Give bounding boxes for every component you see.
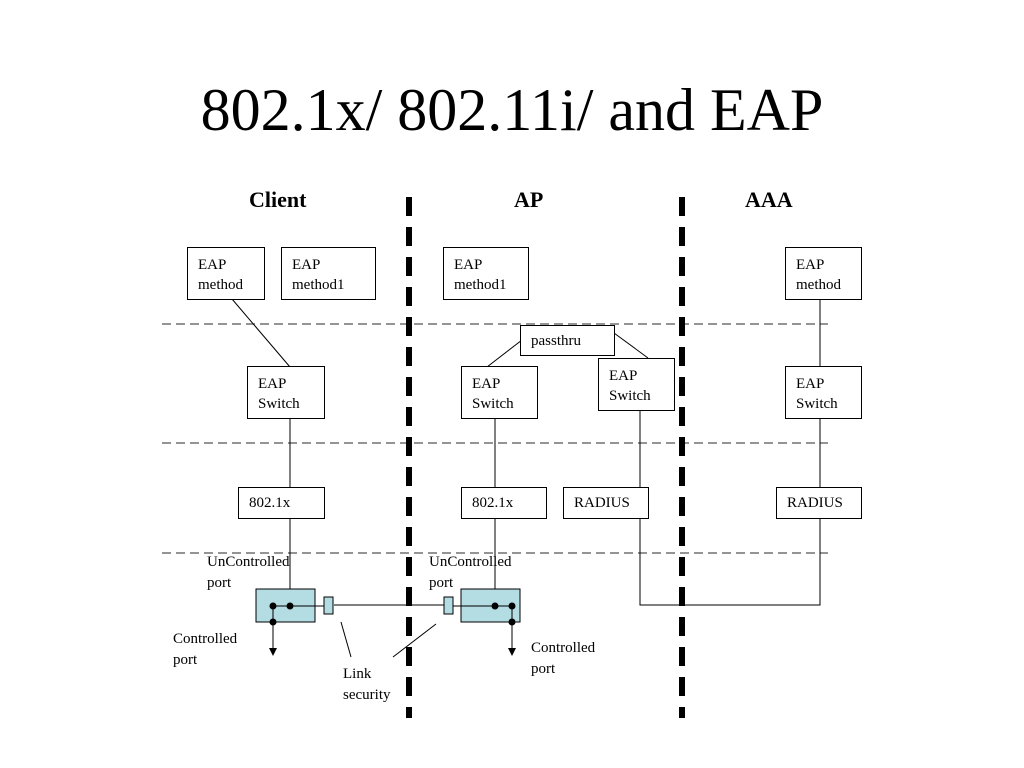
ap-controlled-port-label: Controlled port — [531, 640, 596, 677]
ap-passthru-box: passthru — [520, 325, 615, 356]
ap-dot1x-box: 802.1x — [461, 487, 547, 519]
ap-radius-box: RADIUS — [563, 487, 649, 519]
client-eap-method-box: EAP method — [187, 247, 265, 300]
slide-title: 802.1x/ 802.11i/ and EAP — [200, 77, 824, 143]
client-eap-switch-box: EAP Switch — [247, 366, 325, 419]
link-security-pointer-right — [392, 623, 437, 658]
client-eap-method1-box: EAP method1 — [281, 247, 376, 300]
client-link-security-block — [323, 596, 334, 615]
connector-passthru-right — [613, 332, 649, 359]
ap-eap-switch-right-box: EAP Switch — [598, 358, 675, 411]
ap-eap-switch-left-box: EAP Switch — [461, 366, 538, 419]
link-security-label: Link security — [343, 666, 391, 703]
aaa-eap-switch-box: EAP Switch — [785, 366, 862, 419]
client-dot1x-box: 802.1x — [238, 487, 325, 519]
client-port-dot-2 — [286, 602, 294, 610]
ap-port-dot-3 — [508, 618, 516, 626]
connector-client-method-switch — [231, 298, 291, 368]
client-uncontrolled-port-label: UnControlled port — [207, 554, 290, 591]
ap-uncontrolled-port-label: UnControlled port — [429, 554, 512, 591]
connector-passthru-left — [486, 339, 523, 368]
client-controlled-port-label: Controlled port — [173, 631, 238, 668]
ap-eap-method1-box: EAP method1 — [443, 247, 529, 300]
ap-port-dot-1 — [491, 602, 499, 610]
column-header-aaa: AAA — [745, 187, 793, 212]
ap-controlled-arrow-icon — [508, 648, 516, 656]
client-controlled-arrow-icon — [269, 648, 277, 656]
aaa-eap-method-box: EAP method — [785, 247, 862, 300]
client-port-dot-3 — [269, 618, 277, 626]
column-header-client: Client — [249, 187, 307, 212]
aaa-radius-box: RADIUS — [776, 487, 862, 519]
radius-link — [639, 518, 821, 606]
link-security-pointer-left — [340, 621, 352, 658]
column-header-ap: AP — [514, 187, 544, 212]
ap-link-security-block — [443, 596, 454, 615]
